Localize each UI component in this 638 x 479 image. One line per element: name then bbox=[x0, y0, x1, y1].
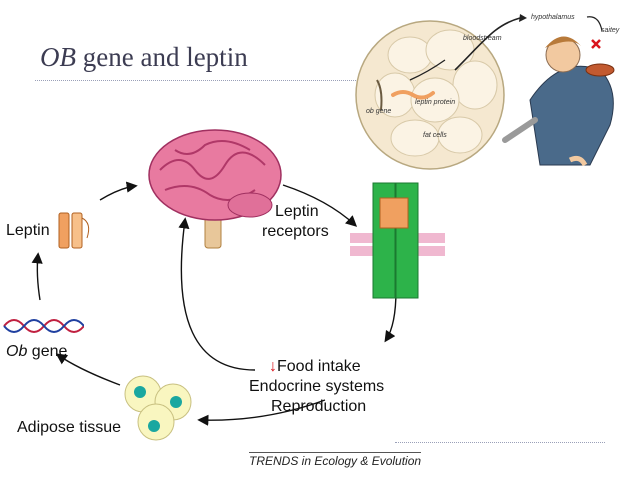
arrow-effects-to-adipose bbox=[197, 399, 326, 426]
arrow-brain-to-receptors bbox=[282, 184, 358, 227]
endocrine-label: Endocrine systems bbox=[249, 378, 385, 395]
arrow-feedback-to-brain bbox=[178, 217, 256, 371]
page-title: OB gene and leptin bbox=[40, 42, 248, 72]
person-eating-illustration bbox=[502, 36, 615, 167]
arrow-leptin-to-brain bbox=[99, 181, 138, 201]
title-divider bbox=[35, 80, 360, 81]
adipose-cells-icon bbox=[124, 375, 192, 441]
leptin-protein-icon bbox=[58, 212, 90, 249]
adipose-label: Adipose tissue bbox=[17, 419, 122, 436]
leptin-receptor-illustration bbox=[350, 182, 445, 299]
receptors-label-line1: Leptin bbox=[275, 203, 319, 220]
leptin-protein-shape bbox=[391, 90, 435, 100]
arrow-to-hypothalamus bbox=[454, 17, 521, 71]
leptin-illustration: bloodstream ob gene leptin protein fat c… bbox=[355, 14, 620, 170]
figure-credit: TRENDS in Ecology & Evolution bbox=[249, 452, 422, 468]
leptin-label: Leptin bbox=[6, 222, 50, 239]
brain-illustration bbox=[148, 129, 282, 249]
arrow-adipose-to-obgene bbox=[55, 353, 121, 386]
ob-gene-label: ob gene bbox=[366, 108, 391, 115]
hypothalamus-label: hypothalamus bbox=[531, 14, 575, 21]
arrow-obgene-to-leptin bbox=[31, 252, 43, 301]
bloodstream-label: bloodstream bbox=[463, 35, 502, 42]
reproduction-label: Reproduction bbox=[271, 398, 367, 415]
ob-gene-strand bbox=[376, 79, 383, 111]
food-intake-label: ↓Food intake bbox=[269, 358, 361, 375]
bottom-divider bbox=[395, 442, 605, 443]
fat-cells-label: fat cells bbox=[423, 132, 447, 139]
arrow-to-bloodstream bbox=[409, 59, 446, 81]
receptors-label-line2: receptors bbox=[262, 223, 329, 240]
ob-gene-label: Ob gene bbox=[6, 343, 68, 360]
down-arrow-icon: ↓ bbox=[269, 358, 277, 375]
dna-helix-icon bbox=[3, 319, 84, 333]
satiety-label: saitey bbox=[601, 27, 620, 34]
leptin-protein-label: leptin protein bbox=[415, 99, 455, 106]
